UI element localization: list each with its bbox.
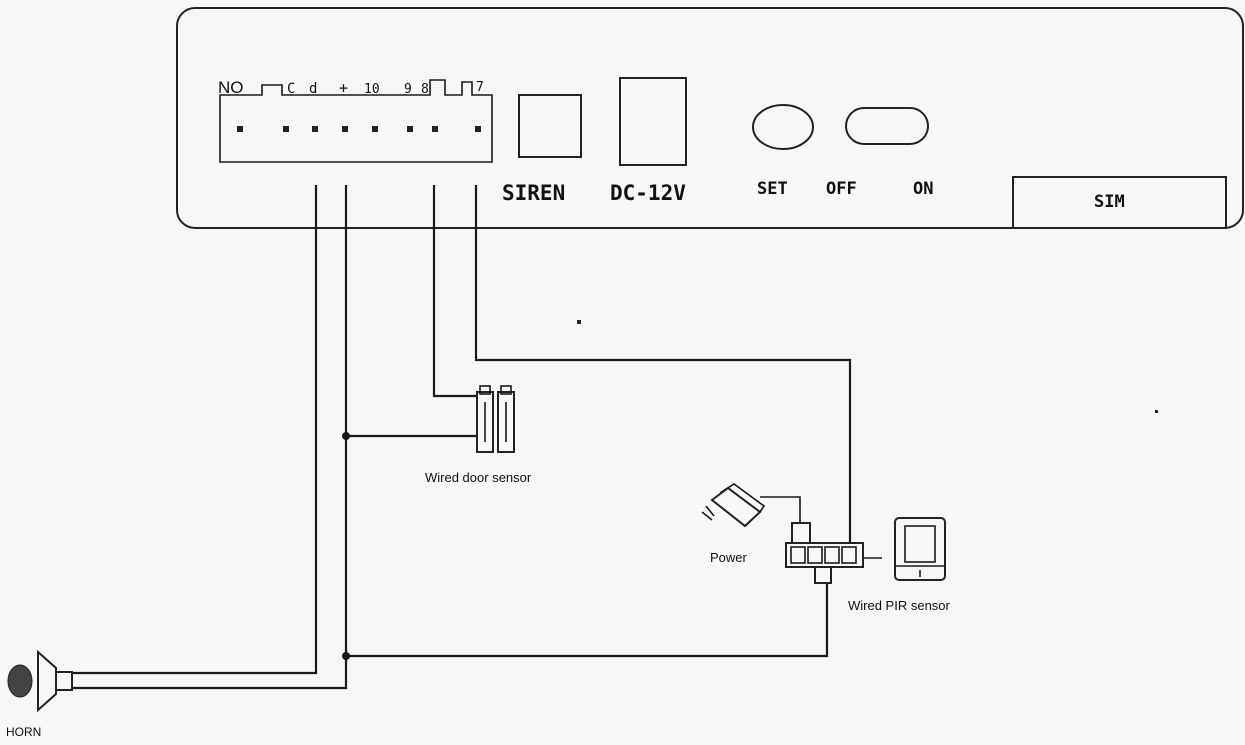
pir-sensor-label: Wired PIR sensor xyxy=(848,598,951,613)
power-adapter-icon xyxy=(701,483,766,528)
set-label: SET xyxy=(757,179,788,199)
on-label: ON xyxy=(913,179,933,199)
wires xyxy=(70,185,882,690)
dc-label: DC-12V xyxy=(610,181,686,205)
terminal-label-9: 9 xyxy=(404,82,412,97)
scan-dot xyxy=(577,320,581,324)
junction-dot-pir xyxy=(342,652,350,660)
off-label: OFF xyxy=(826,179,857,199)
terminal-label-7: 7 xyxy=(476,80,484,95)
power-switch xyxy=(845,107,929,145)
terminal-label-plus: + xyxy=(339,79,348,97)
siren-socket xyxy=(518,94,582,158)
terminal-label-c: C xyxy=(287,81,295,97)
pir-sensor-icon xyxy=(894,517,946,581)
pir-connector-block xyxy=(785,522,864,584)
horn-label: HORN xyxy=(6,725,41,739)
set-button xyxy=(752,104,814,150)
terminal-label-d: d xyxy=(309,81,317,97)
scan-dot xyxy=(1155,410,1158,413)
terminal-label-10: 10 xyxy=(364,82,380,97)
terminal-pins xyxy=(237,126,481,132)
terminal-label-8: 8 xyxy=(421,82,429,97)
power-label: Power xyxy=(710,550,748,565)
junction-dot-door xyxy=(342,432,350,440)
sim-label: SIM xyxy=(1094,192,1125,212)
door-sensor-icon xyxy=(476,385,515,453)
horn-icon xyxy=(7,649,73,713)
terminal-block: NO C d + 10 9 8 7 xyxy=(218,78,493,163)
terminal-label-no: NO xyxy=(218,78,244,97)
siren-label: SIREN xyxy=(502,181,565,205)
door-sensor-label: Wired door sensor xyxy=(425,470,532,485)
dc-socket xyxy=(619,77,687,166)
sim-slot xyxy=(1012,176,1227,229)
alarm-panel-body xyxy=(176,7,1244,229)
